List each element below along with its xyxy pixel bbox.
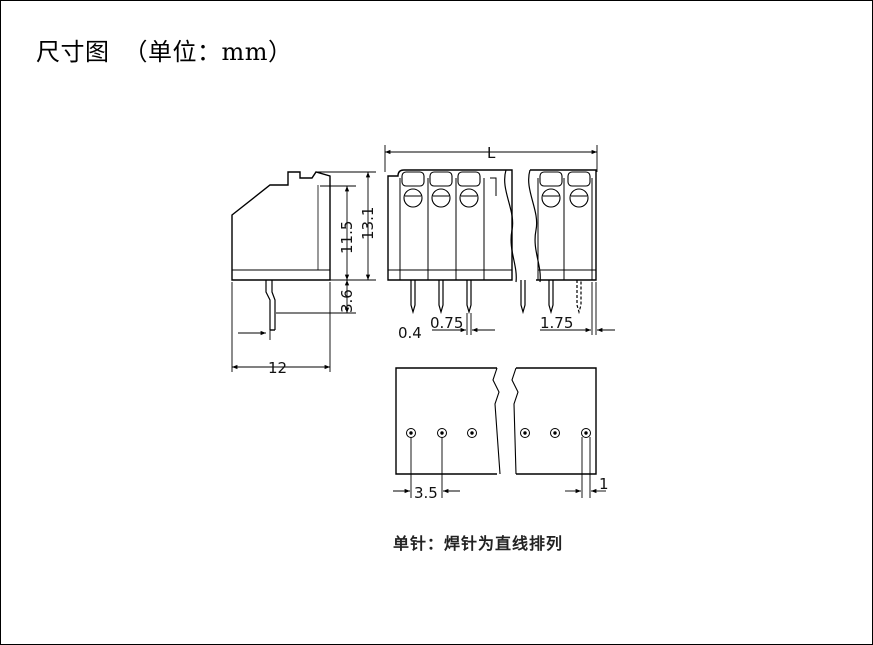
title-unit: （单位：mm） <box>123 38 293 66</box>
bottom-view-dimensions <box>393 437 606 498</box>
dim-11-5: 11.5 <box>338 221 356 254</box>
dim-3-5: 3.5 <box>414 484 438 502</box>
front-view-left-block <box>387 169 513 281</box>
front-view-pins <box>410 280 582 315</box>
dim-12: 12 <box>268 359 287 377</box>
title-main: 尺寸图 <box>36 38 110 66</box>
side-view-dimensions <box>231 171 376 372</box>
side-view <box>231 171 331 331</box>
bottom-view-left-block <box>395 367 497 475</box>
drawing-caption: 单针：焊针为直线排列 <box>393 534 564 553</box>
dim-13-1: 13.1 <box>359 207 377 240</box>
front-view-right-block <box>530 169 597 281</box>
front-view <box>387 169 597 315</box>
page-title: 尺寸图 （单位：mm） <box>36 32 293 67</box>
dim-length: L <box>487 144 496 162</box>
dim-1-75: 1.75 <box>540 314 573 332</box>
front-view-break <box>504 169 517 283</box>
side-view-body <box>231 171 331 281</box>
pin-holes <box>406 428 591 438</box>
dim-0-4: 0.4 <box>398 324 422 342</box>
dim-0-75: 0.75 <box>430 314 463 332</box>
dim-3-6: 3.6 <box>338 289 356 313</box>
front-view-dimensions <box>384 145 615 335</box>
bottom-view-right-block <box>516 367 597 475</box>
side-view-pin <box>265 280 276 330</box>
dim-1: 1 <box>599 475 609 493</box>
bottom-view <box>395 367 597 475</box>
push-buttons <box>401 171 591 208</box>
